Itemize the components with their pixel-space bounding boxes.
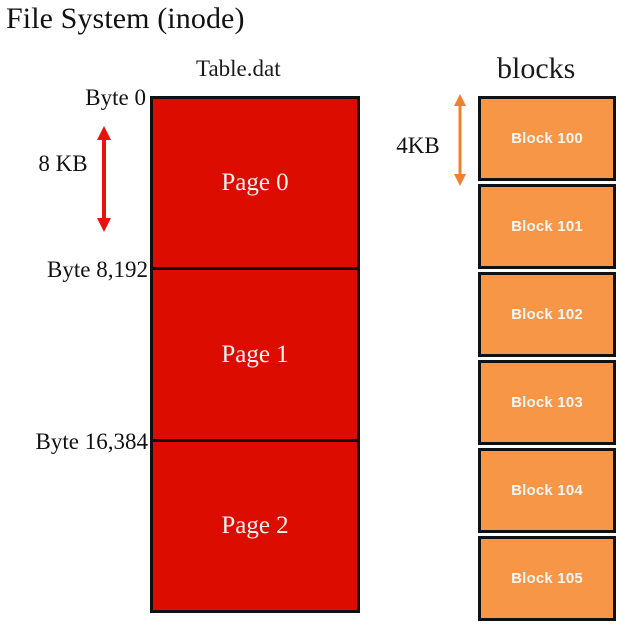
block-label-102: Block 102 xyxy=(511,306,583,323)
block-label-104: Block 104 xyxy=(511,482,583,499)
page-label-2: Page 2 xyxy=(221,512,289,539)
blocks-column: Block 100 Block 101 Block 102 Block 103 … xyxy=(478,96,616,625)
block-box-103: Block 103 xyxy=(478,360,616,445)
byte-offset-label-16384: Byte 16,384 xyxy=(35,429,148,454)
file-column-heading: Table.dat xyxy=(196,56,281,81)
page-title: File System (inode) xyxy=(6,2,245,35)
block-box-105: Block 105 xyxy=(478,536,616,621)
page-label-1: Page 1 xyxy=(221,340,289,368)
page-cell-2: Page 2 xyxy=(153,442,357,610)
block-label-101: Block 101 xyxy=(511,218,583,235)
block-label-100: Block 100 xyxy=(511,130,583,147)
page-label-0: Page 0 xyxy=(221,169,289,196)
page-cell-1: Page 1 xyxy=(153,270,357,442)
four-kb-measure-arrow-icon xyxy=(454,94,466,186)
four-kb-measure-label: 4KB xyxy=(396,133,440,158)
eight-kb-measure-label: 8 KB xyxy=(38,151,88,176)
block-box-104: Block 104 xyxy=(478,448,616,533)
block-label-105: Block 105 xyxy=(511,570,583,587)
block-box-100: Block 100 xyxy=(478,96,616,181)
file-table-dat-box: Page 0 Page 1 Page 2 xyxy=(150,96,360,613)
page-cell-0: Page 0 xyxy=(153,99,357,270)
blocks-column-heading: blocks xyxy=(497,52,576,85)
eight-kb-measure-arrow-icon xyxy=(97,126,111,232)
block-box-102: Block 102 xyxy=(478,272,616,357)
block-label-103: Block 103 xyxy=(511,394,583,411)
byte-offset-label-0: Byte 0 xyxy=(85,85,146,110)
byte-offset-label-8192: Byte 8,192 xyxy=(47,257,148,282)
block-box-101: Block 101 xyxy=(478,184,616,269)
